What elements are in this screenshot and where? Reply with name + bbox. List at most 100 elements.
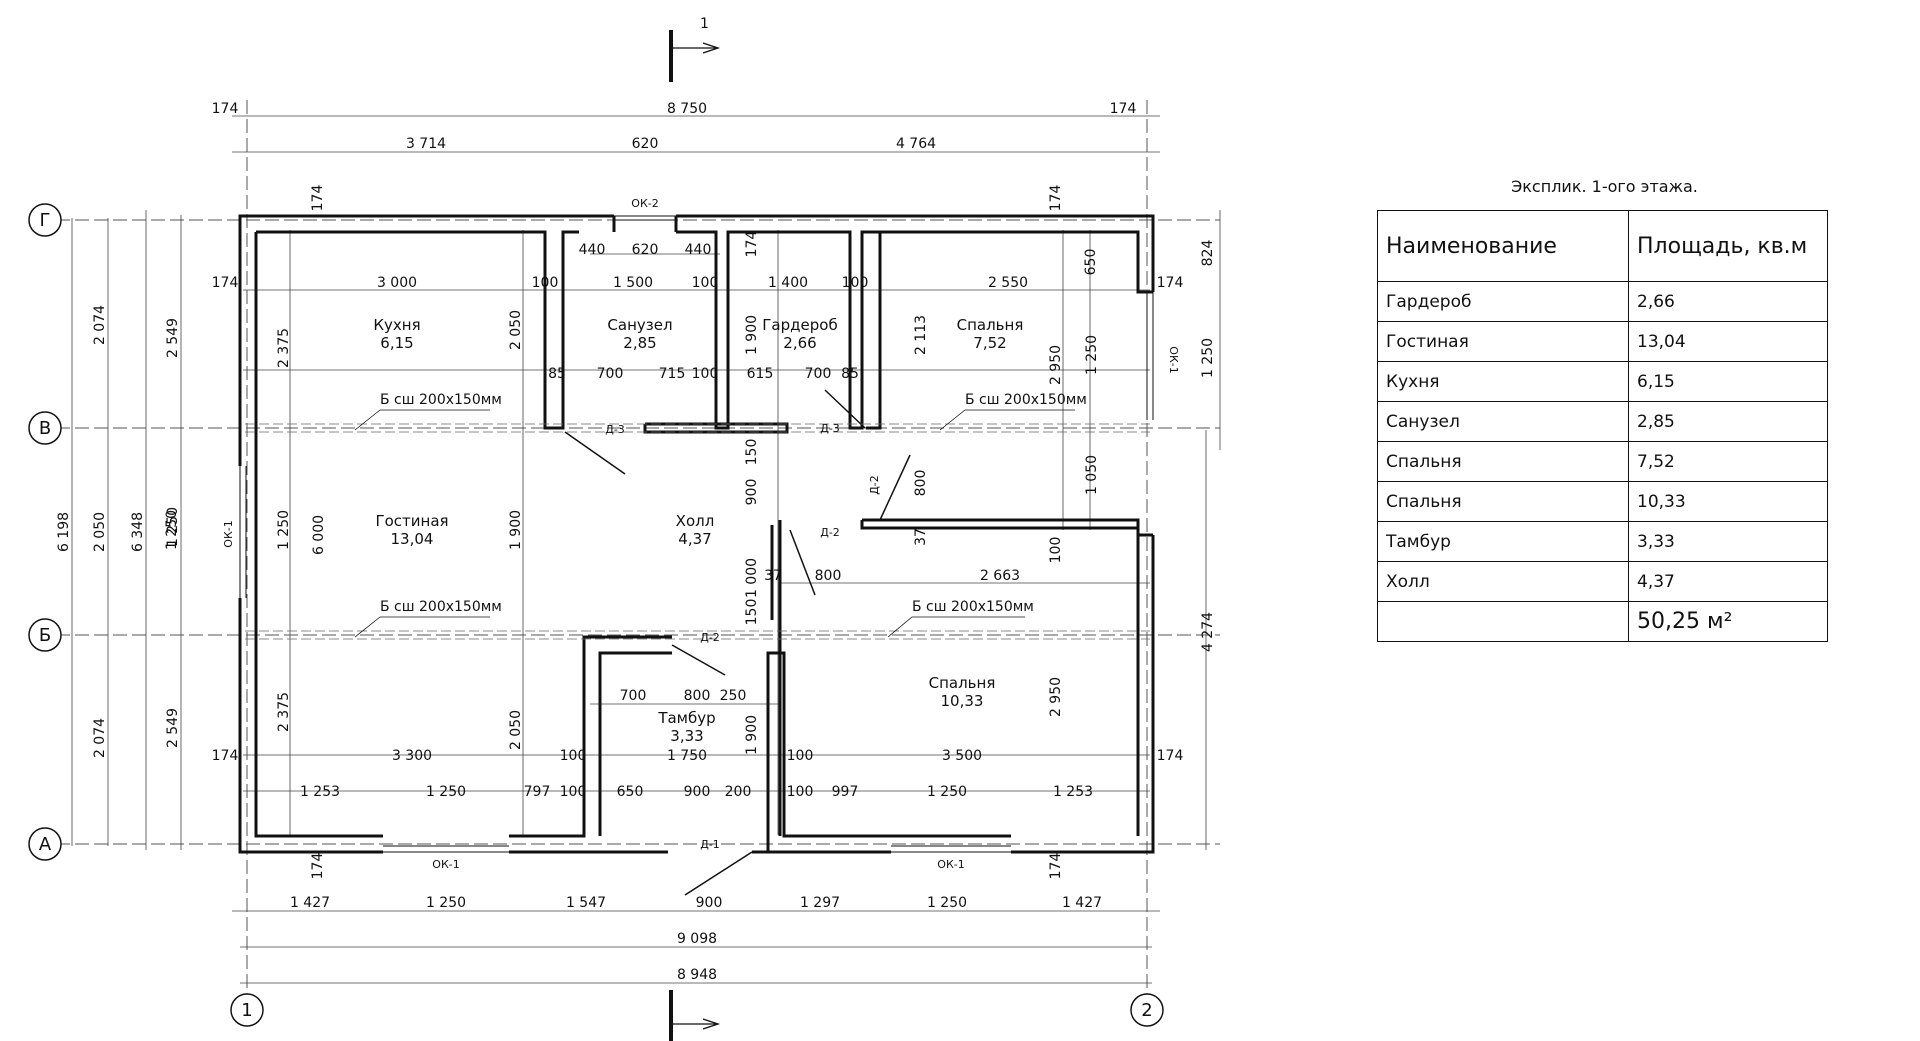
room-area-hall: 4,37: [678, 530, 711, 548]
dim-l2549-bot: 2 549: [165, 708, 181, 748]
section-label: 1: [700, 16, 709, 32]
dim-l6198: 6 198: [56, 512, 72, 552]
dim-l6348: 6 348: [130, 512, 146, 552]
table-row: Гостиная 13,04: [1377, 321, 1828, 362]
row-name: Холл: [1377, 561, 1629, 602]
windows: [239, 215, 1154, 853]
dim-r4-b: 1 250: [426, 784, 466, 800]
explication-title: Эксплик. 1-ого этажа.: [1511, 177, 1698, 196]
total-area: 50,25 м²: [1628, 601, 1828, 642]
row-area: 3,33: [1628, 521, 1828, 562]
dim-r4-a: 1 253: [300, 784, 340, 800]
mark-d2-tambur: Д-2: [700, 631, 720, 644]
dim-174-g1: 174: [310, 185, 326, 212]
room-area-kitchen: 6,15: [380, 334, 413, 352]
dim-t-700: 700: [620, 688, 647, 704]
beam-lines: [245, 423, 1150, 640]
mark-d3-bath: Д-3: [605, 423, 625, 436]
dim-r4-f: 900: [684, 784, 711, 800]
dim-v2375-top: 2 375: [276, 328, 292, 368]
row-name: Спальня: [1377, 481, 1629, 522]
dim-m2663: 2 663: [980, 568, 1020, 584]
dim-r1-b: 100: [532, 275, 559, 291]
dim-174-r3: 174: [1157, 748, 1184, 764]
dim-r2-d: 100: [692, 366, 719, 382]
dim-r4-k: 1 253: [1053, 784, 1093, 800]
dim-r2-e: 615: [747, 366, 774, 382]
dim-174-r1: 174: [1157, 275, 1184, 291]
total-empty-cell: [1377, 601, 1629, 642]
dim-v900: 900: [744, 479, 760, 506]
dim-v2050-top: 2 050: [508, 310, 524, 350]
dim-v2113: 2 113: [913, 315, 929, 355]
dim-v150-top: 150: [744, 439, 760, 466]
dim-174-b2: 174: [1048, 853, 1064, 880]
dim-b-d: 900: [696, 895, 723, 911]
row-name: Тамбур: [1377, 521, 1629, 562]
table-row: Спальня 10,33: [1377, 481, 1828, 522]
room-area-living: 13,04: [391, 530, 434, 548]
dim-r3-d: 100: [787, 748, 814, 764]
room-name-wardrobe: Гардероб: [762, 316, 837, 334]
dim-174-l3: 174: [212, 748, 239, 764]
mark-d2-bedroom1: Д-2: [868, 475, 881, 495]
dim-r4-e: 650: [617, 784, 644, 800]
dim-b-c: 1 547: [566, 895, 606, 911]
dim-v1900-bot: 1 900: [744, 715, 760, 755]
dim-v37-a: 37: [913, 528, 929, 546]
dim-r2-c: 715: [659, 366, 686, 382]
dim-ok2-b: 620: [632, 242, 659, 258]
dim-l2074-top: 2 074: [92, 305, 108, 345]
room-name-bedroom1: Спальня: [957, 316, 1024, 334]
section-mark-bottom: [669, 990, 721, 1041]
dim-b-a: 1 427: [290, 895, 330, 911]
dim-b-b: 1 250: [426, 895, 466, 911]
dim-ok2-c: 440: [685, 242, 712, 258]
row-area: 2,66: [1628, 281, 1828, 322]
table-row: Тамбур 3,33: [1377, 521, 1828, 562]
row-area: 13,04: [1628, 321, 1828, 362]
dim-l1250: 1 250: [165, 507, 181, 547]
header-name: Наименование: [1377, 210, 1629, 282]
axis-label-2: 2: [1141, 1000, 1152, 1021]
room-name-hall: Холл: [676, 512, 715, 530]
dim-r4-i: 997: [832, 784, 859, 800]
dim-r4-d: 100: [560, 784, 587, 800]
dim-top-a: 3 714: [406, 136, 446, 152]
dim-r4-j: 1 250: [927, 784, 967, 800]
dim-v2950-top: 2 950: [1048, 345, 1064, 385]
dim-v1250-right: 1 250: [1200, 338, 1216, 378]
dim-r4-c: 797: [524, 784, 551, 800]
table-row: Спальня 7,52: [1377, 441, 1828, 482]
axis-label-a: А: [39, 834, 52, 855]
axis-label-g: Г: [40, 210, 51, 231]
mark-ok1-right: ОК-1: [1167, 346, 1180, 373]
dim-r4-h: 100: [787, 784, 814, 800]
dim-v2050-bot: 2 050: [508, 710, 524, 750]
row-area: 10,33: [1628, 481, 1828, 522]
dim-v1900-mid: 1 900: [508, 510, 524, 550]
mark-d2-hall: Д-2: [820, 526, 840, 539]
row-name: Санузел: [1377, 401, 1629, 442]
room-name-tambur: Тамбур: [657, 709, 715, 727]
dim-b-f: 1 250: [927, 895, 967, 911]
dim-ok2-a: 440: [579, 242, 606, 258]
dim-r1-g: 2 550: [988, 275, 1028, 291]
dim-top-c: 4 764: [896, 136, 936, 152]
dim-r3-b: 100: [560, 748, 587, 764]
axis-label-b: Б: [39, 625, 51, 646]
dim-r3-e: 3 500: [942, 748, 982, 764]
mark-ok1-bottom-right: ОК-1: [937, 858, 964, 871]
dim-v824: 824: [1200, 240, 1216, 267]
table-total-row: 50,25 м²: [1377, 601, 1828, 642]
dim-r2-a: 85: [548, 366, 566, 382]
room-name-kitchen: Кухня: [373, 316, 420, 334]
beam-label-4: Б сш 200x150мм: [912, 599, 1034, 615]
mark-ok1-bottom-left: ОК-1: [432, 858, 459, 871]
dim-t-800: 800: [684, 688, 711, 704]
axis-bubbles: [28, 203, 1164, 1027]
dim-l2050: 2 050: [92, 512, 108, 552]
room-name-bedroom2: Спальня: [929, 674, 996, 692]
dim-174-g2: 174: [1048, 185, 1064, 212]
dim-v100-right: 100: [1048, 537, 1064, 564]
